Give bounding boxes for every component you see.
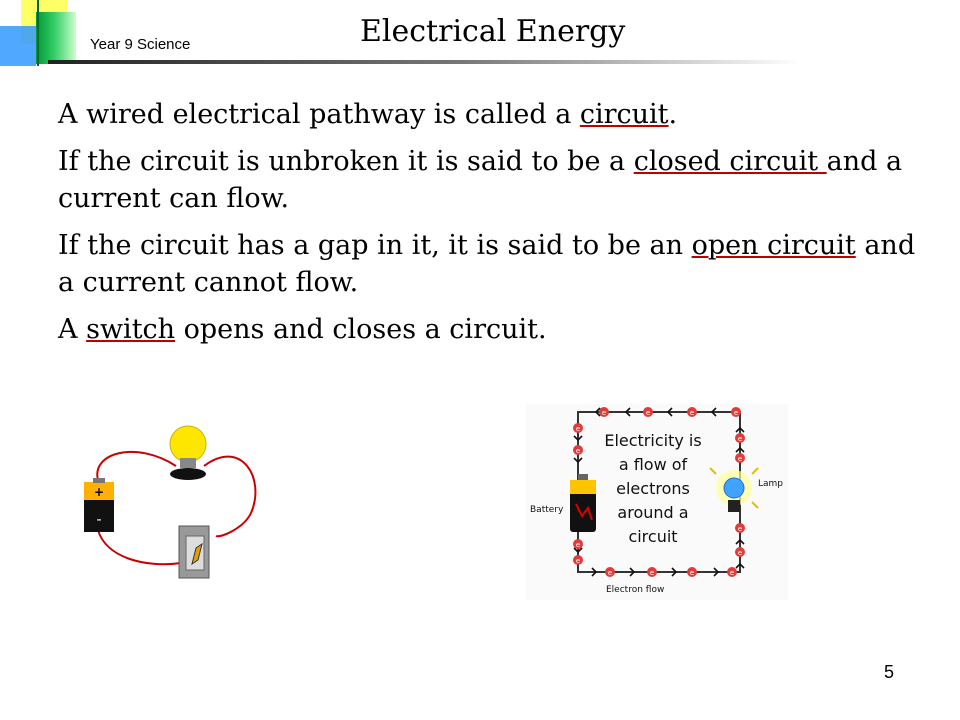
electron-symbol: e xyxy=(738,525,742,533)
paragraph-switch: A switch opens and closes a circuit. xyxy=(58,311,918,348)
battery-label: Battery xyxy=(530,505,564,515)
electron-symbol: e xyxy=(608,569,612,577)
flow-arrow xyxy=(735,538,745,545)
logo-vertical-line xyxy=(37,0,39,66)
flow-arrow xyxy=(710,407,717,417)
flow-arrow xyxy=(735,446,745,453)
text: opens and closes a circuit. xyxy=(175,314,547,345)
electron-symbol: e xyxy=(576,447,580,455)
term-open-circuit: open circuit xyxy=(691,230,856,261)
electron-marker xyxy=(735,547,745,557)
electron-symbol: e xyxy=(734,409,738,417)
flow-arrow xyxy=(666,407,673,417)
electron-symbol: e xyxy=(646,409,650,417)
flow-arrow xyxy=(594,407,601,417)
electron-symbol: e xyxy=(738,435,742,443)
electron-symbol: e xyxy=(602,409,606,417)
electron-marker xyxy=(731,407,741,417)
electron-symbol: e xyxy=(576,425,580,433)
slide-number: 5 xyxy=(884,662,895,682)
center-text-line-3: electrons xyxy=(616,479,690,498)
text: and a current cannot flow. xyxy=(58,230,916,298)
center-text-line-4: around a xyxy=(617,503,688,522)
header-rule xyxy=(48,60,800,64)
electron-marker xyxy=(573,445,583,455)
flow-arrow xyxy=(735,562,745,569)
simple-circuit-illustration: + - xyxy=(84,425,257,579)
light-bulb-icon xyxy=(169,425,207,480)
flow-label: Electron flow xyxy=(606,585,664,595)
switch-icon xyxy=(178,525,210,579)
flow-arrow xyxy=(735,426,745,433)
flow-arrow xyxy=(573,457,583,464)
slide-title: Electrical Energy xyxy=(360,14,626,49)
electron-symbol: e xyxy=(690,569,694,577)
electron-marker xyxy=(727,567,737,577)
electron-marker xyxy=(735,433,745,443)
electron-marker xyxy=(599,407,609,417)
term-closed-circuit: closed circuit xyxy=(633,146,827,177)
slide-body: A wired electrical pathway is called a c… xyxy=(58,96,918,358)
text: A xyxy=(58,314,87,345)
electron-marker xyxy=(573,539,583,549)
electron-marker xyxy=(735,523,745,533)
electron-marker xyxy=(735,453,745,463)
text: If the circuit has a gap in it, it is sa… xyxy=(58,230,692,261)
logo-green-square xyxy=(36,12,76,64)
text: . xyxy=(668,99,678,130)
flow-arrow xyxy=(591,567,598,577)
flow-arrow xyxy=(671,567,678,577)
electron-marker xyxy=(643,407,653,417)
paragraph-closed-circuit: If the circuit is unbroken it is said to… xyxy=(58,143,918,217)
term-switch: switch xyxy=(86,314,176,345)
subject-label: Year 9 Science xyxy=(90,36,191,53)
center-text-line-1: Electricity is xyxy=(604,431,701,450)
logo-blue-square xyxy=(0,26,36,66)
flow-arrow xyxy=(624,407,631,417)
lamp-label: Lamp xyxy=(758,479,783,489)
electron-symbol: e xyxy=(738,549,742,557)
text: If the circuit is unbroken it is said to… xyxy=(58,146,634,177)
paragraph-circuit: A wired electrical pathway is called a c… xyxy=(58,96,918,133)
term-circuit: circuit xyxy=(579,99,669,130)
electron-symbol: e xyxy=(650,569,654,577)
electron-symbol: e xyxy=(690,409,694,417)
electron-symbol: e xyxy=(738,455,742,463)
electron-marker xyxy=(687,567,697,577)
flow-arrow xyxy=(713,567,720,577)
lamp-icon xyxy=(709,467,759,512)
center-text-line-2: a flow of xyxy=(619,455,688,474)
electron-symbol: e xyxy=(576,541,580,549)
flow-arrow xyxy=(573,435,583,442)
paragraph-open-circuit: If the circuit has a gap in it, it is sa… xyxy=(58,227,918,301)
electron-marker xyxy=(687,407,697,417)
electron-marker xyxy=(605,567,615,577)
electron-marker xyxy=(573,555,583,565)
text: and a current can flow. xyxy=(58,146,903,214)
center-text-line-5: circuit xyxy=(628,527,677,546)
battery-plus-label: + xyxy=(94,485,104,499)
flow-arrow xyxy=(629,567,636,577)
battery-minus-label: - xyxy=(96,512,101,528)
electron-marker xyxy=(573,423,583,433)
flow-arrow xyxy=(573,547,583,554)
battery-icon: + - xyxy=(84,478,114,532)
electron-marker xyxy=(647,567,657,577)
electron-symbol: e xyxy=(730,569,734,577)
electron-symbol: e xyxy=(576,557,580,565)
battery-icon xyxy=(570,474,596,532)
text: A wired electrical pathway is called a xyxy=(58,99,580,130)
